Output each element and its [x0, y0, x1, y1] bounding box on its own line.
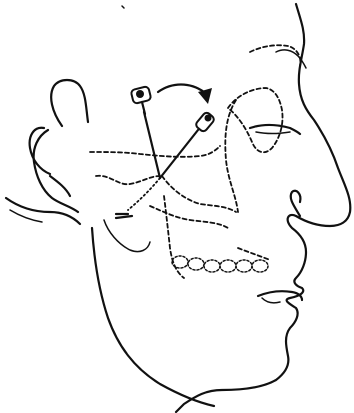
- needle-1-hub-cap: [136, 90, 144, 98]
- mandibular-marker: [116, 214, 132, 218]
- needle-2-shaft: [160, 130, 198, 178]
- temple-mark: [122, 6, 124, 8]
- needle-1-shaft: [144, 112, 160, 178]
- zygoma-lower: [96, 176, 160, 184]
- mouth-corner: [262, 298, 280, 303]
- needle-1-connector: [142, 102, 145, 114]
- needle-2: [160, 111, 215, 178]
- maxillary-sinus: [162, 176, 236, 212]
- needle-2-hub-cap: [205, 115, 212, 122]
- throat-line: [104, 220, 150, 252]
- neck-back-line: [6, 198, 80, 224]
- maxillary-sinus-lower: [150, 206, 228, 228]
- ear-lobe: [50, 176, 70, 196]
- ear-outer: [34, 80, 88, 212]
- frontal-bone-outline: [250, 45, 300, 66]
- needle-1: [131, 86, 160, 178]
- jaw-line: [92, 228, 214, 406]
- upper-teeth-row: [172, 256, 268, 272]
- ear-helix: [30, 128, 50, 174]
- nostril: [291, 191, 301, 216]
- alveolar-ridge: [238, 248, 270, 260]
- face-profile-outline: [176, 4, 350, 412]
- eye-lashes: [256, 132, 290, 134]
- rotation-arrow: [158, 85, 204, 93]
- orbit-outline: [228, 88, 283, 152]
